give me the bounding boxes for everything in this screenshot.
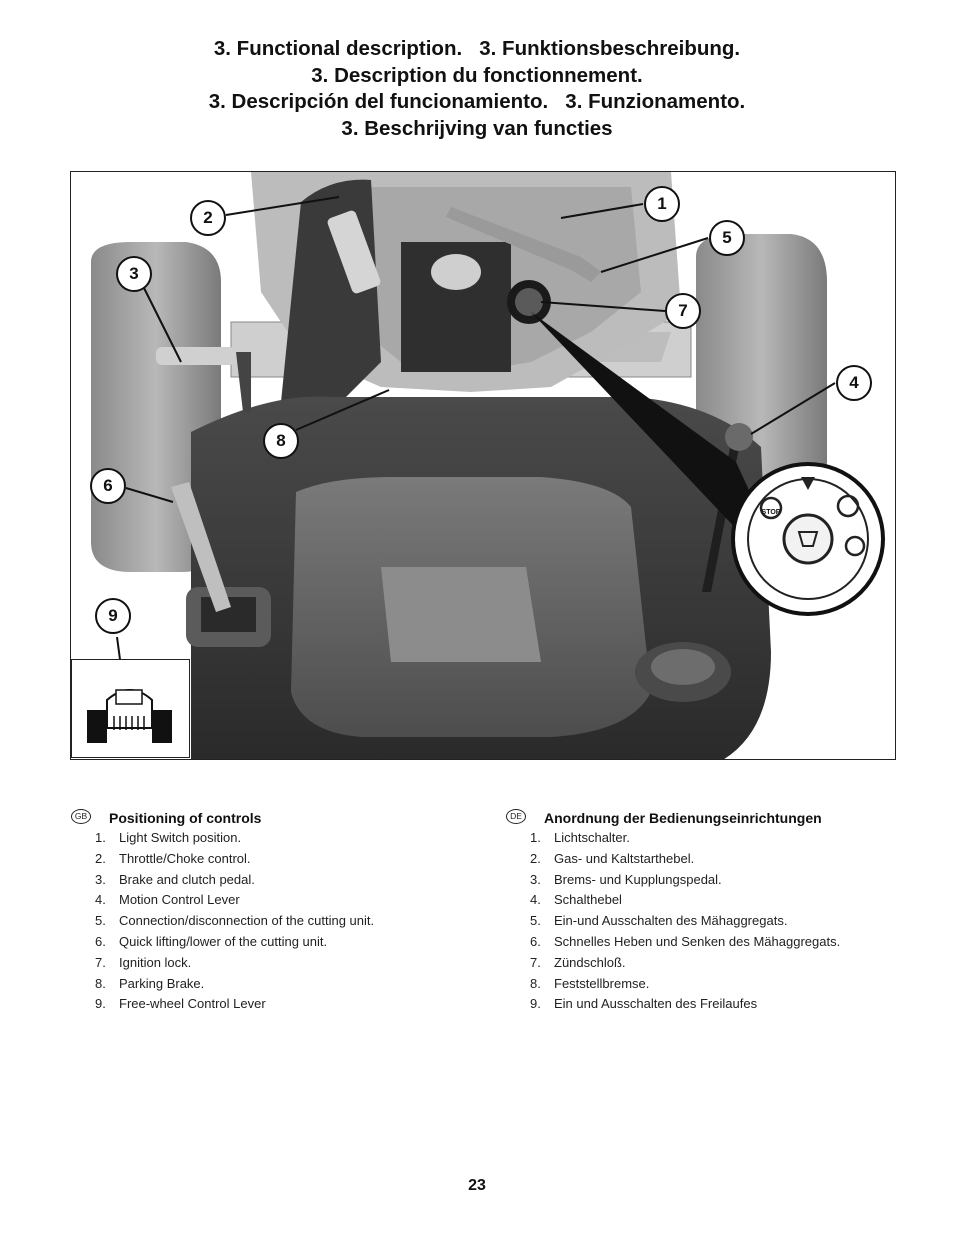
item-text: Gas- und Kaltstarthebel. [554, 850, 695, 866]
tractor-controls-drawing: STOP [71, 172, 895, 759]
item-text: Throttle/Choke control. [119, 850, 251, 866]
lang-badge-gb: GB [71, 809, 91, 824]
brake-pedal [156, 347, 236, 365]
item-number: 5. [530, 913, 541, 929]
item-number: 4. [530, 892, 541, 908]
lift-lever [171, 482, 231, 612]
controls-list: 1. Lichtschalter. 2. Gas- und Kaltstartheb… [506, 828, 906, 1015]
item-text: Light Switch position. [119, 830, 242, 845]
start-icon [844, 535, 866, 557]
item-text: Ein-und Ausschalten des Mähaggregats. [554, 913, 788, 929]
title-line: 3. Functional description. 3. Funktionsb… [213, 37, 741, 60]
item-text: Quick lifting/lower of the cutting unit. [119, 933, 328, 949]
item-number: 3. [530, 871, 541, 887]
item-text: Ein und Ausschalten des Freilaufes [554, 996, 758, 1012]
leader-lines [116, 196, 836, 728]
item-number: 7. [530, 954, 541, 970]
item-number: 8. [95, 975, 106, 991]
item-text: Schalthebel [554, 892, 622, 908]
item-number: 9. [530, 996, 541, 1012]
controls-list: 1. Light Switch position. 2. Throttle/Chok… [71, 828, 471, 1015]
item-text: Lichtschalter. [554, 830, 630, 845]
callout-6: 6 [90, 468, 126, 504]
callout-2: 2 [190, 200, 226, 236]
list-item: 9. Ein und Ausschalten des Freilaufes [506, 994, 906, 1015]
callout-9: 9 [95, 598, 131, 634]
light-icon [801, 477, 815, 490]
list-item: 1. Lichtschalter. [506, 828, 906, 849]
page-number: 23 [468, 1177, 486, 1194]
free-wheel-inset [71, 659, 190, 758]
callout-3: 3 [116, 256, 152, 292]
list-item: 6. Schnelles Heben und Senken des Mähaggr… [506, 932, 906, 953]
section-de: DE Anordnung der Bedienungseinrichtungen… [506, 808, 906, 1015]
list-item: 5. Ein-und Ausschalten des Mähaggregats. [506, 911, 906, 932]
item-text: Schnelles Heben und Senken des Mähaggreg… [554, 933, 841, 949]
callout-7: 7 [665, 293, 701, 329]
callout-4: 4 [836, 365, 872, 401]
lang-badge-de: DE [506, 809, 526, 824]
seat-cushion [381, 567, 541, 662]
free-wheel-lever-drawing [87, 689, 172, 743]
list-item: 8. Feststellbremse. [506, 974, 906, 995]
list-item: 4. Schalthebel [506, 890, 906, 911]
run-icon [836, 494, 860, 518]
item-number: 6. [95, 933, 106, 949]
item-number: 1. [95, 830, 106, 845]
list-item: 3. Brake and clutch pedal. [71, 870, 471, 891]
item-text: Brake and clutch pedal. [119, 871, 255, 887]
stop-icon [759, 496, 783, 520]
controls-illustration: STOP 1 2 3 4 5 6 7 8 9 [70, 171, 896, 760]
section-title: Positioning of controls [109, 810, 262, 826]
list-item: 8. Parking Brake. [71, 974, 471, 995]
callout-5: 5 [709, 220, 745, 256]
list-item: 2. Throttle/Choke control. [71, 849, 471, 870]
item-number: 2. [95, 850, 106, 866]
item-number: 1. [530, 830, 541, 845]
item-text: Free-wheel Control Lever [119, 996, 266, 1012]
item-number: 2. [530, 850, 541, 866]
title-line: 3. Beschrijving van functies [341, 116, 613, 140]
list-item: 9. Free-wheel Control Lever [71, 994, 471, 1015]
fuel-cap-opening [431, 254, 481, 290]
item-number: 5. [95, 913, 106, 929]
item-text: Zündschloß. [554, 954, 626, 970]
list-item: 2. Gas- und Kaltstarthebel. [506, 849, 906, 870]
title-line: 3. Descripción del funcionamiento. 3. Fu… [208, 90, 746, 113]
page-title: 3. Functional description. 3. Funktionsb… [0, 36, 954, 142]
item-number: 6. [530, 933, 541, 949]
item-number: 4. [95, 892, 106, 908]
item-number: 7. [95, 954, 106, 970]
item-text: Parking Brake. [119, 975, 205, 991]
item-text: Feststellbremse. [554, 975, 650, 991]
section-gb: GB Positioning of controls 1. Light Switc… [71, 808, 471, 1015]
section-title: Anordnung der Bedienungseinrichtungen [544, 810, 822, 826]
item-text: Motion Control Lever [119, 892, 240, 908]
right-tire [696, 234, 827, 482]
callout-8: 8 [263, 423, 299, 459]
item-number: 8. [530, 975, 541, 991]
item-number: 3. [95, 871, 106, 887]
item-number: 9. [95, 996, 106, 1012]
list-item: 5. Connection/disconnection of the cuttin… [71, 911, 471, 932]
callout-1: 1 [644, 186, 680, 222]
item-text: Brems- und Kupplungspedal. [554, 871, 722, 887]
title-line: 3. Description du fonctionnement. [311, 63, 643, 87]
list-item: 7. Ignition lock. [71, 953, 471, 974]
item-text: Connection/disconnection of the cutting … [119, 913, 375, 929]
list-item: 1. Light Switch position. [71, 828, 471, 849]
list-item: 4. Motion Control Lever [71, 890, 471, 911]
stop-label: STOP [762, 509, 781, 516]
center-console [401, 242, 511, 372]
item-text: Ignition lock. [119, 954, 192, 970]
list-item: 7. Zündschloß. [506, 953, 906, 974]
list-item: 6. Quick lifting/lower of the cutting uni… [71, 932, 471, 953]
list-item: 3. Brems- und Kupplungspedal. [506, 870, 906, 891]
